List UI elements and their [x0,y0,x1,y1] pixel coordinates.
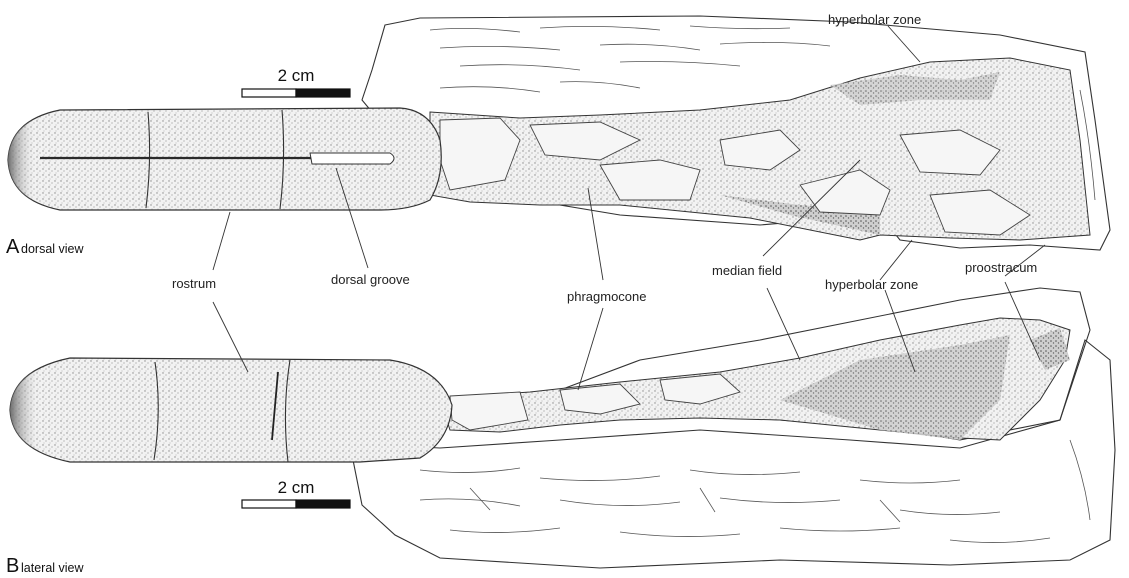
label-hyperbolar-zone-mid: hyperbolar zone [825,277,918,292]
label-dorsal-groove: dorsal groove [331,272,410,287]
label-hyperbolar-zone-top: hyperbolar zone [828,12,921,27]
panel-b-rostrum-tip [10,358,120,462]
leader-hyperbolar-zone-mid-a [880,240,912,280]
scale-bar-b: 2 cm [242,478,350,508]
label-rostrum: rostrum [172,276,216,291]
panel-a-letter: A [6,236,20,258]
panel-b-specimen [10,288,1115,568]
panel-label-b: B lateral view [6,555,84,577]
panel-label-a: A dorsal view [6,236,84,258]
label-median-field: median field [712,263,782,278]
panel-a-rostrum-tip [8,110,110,210]
scale-bar-b-label: 2 cm [278,478,315,497]
panel-a-groove-opening [310,153,394,164]
panel-a-subtitle: dorsal view [21,242,84,256]
leader-rostrum-a [213,212,230,270]
label-phragmocone: phragmocone [567,289,647,304]
panel-b-matrix-texture [420,440,1090,543]
scale-bar-a-label: 2 cm [278,66,315,85]
panel-a-specimen [8,16,1110,250]
leader-hyperbolar-zone-top [888,26,920,62]
panel-b-letter: B [6,555,19,577]
leader-phragmocone-b [578,308,603,390]
scale-bar-a: 2 cm [242,66,350,97]
leader-median-field-b [767,288,800,360]
panel-b-subtitle: lateral view [21,561,84,575]
label-proostracum: proostracum [965,260,1037,275]
